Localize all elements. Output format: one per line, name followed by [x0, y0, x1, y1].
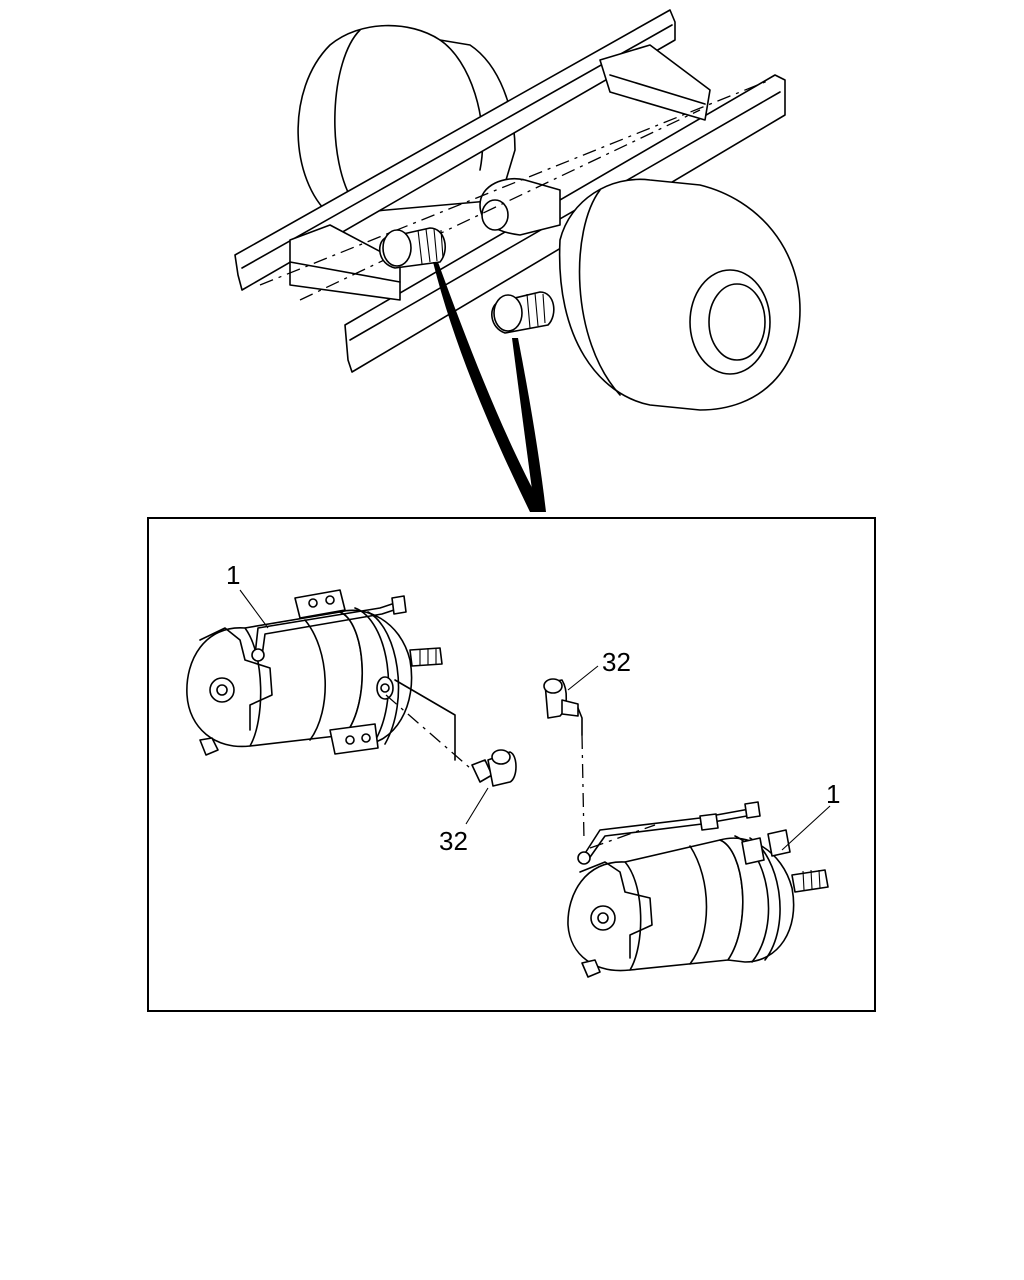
callout-group-left-fitting: 32: [439, 787, 489, 856]
brake-chamber-right: [567, 801, 829, 978]
fitting-left: [385, 679, 517, 787]
frame-rails: [234, 9, 786, 373]
fitting-right: [543, 678, 656, 849]
callout-1-right: 1: [826, 779, 840, 809]
callout-group-left-chamber: 1: [226, 560, 269, 629]
chassis-brake-chamber-left: [378, 227, 446, 269]
chassis-overview: [234, 9, 801, 512]
callout-32-right: 32: [602, 647, 631, 677]
chassis-brake-chamber-right: [491, 291, 555, 334]
callout-group-right-fitting: 32: [567, 647, 631, 691]
leader-wedge-left: [433, 262, 545, 512]
callout-group-right-chamber: 1: [781, 779, 840, 851]
leader-wedge-right: [512, 338, 546, 512]
rear-wheel-right: [558, 178, 801, 411]
detail-frame: [147, 517, 876, 1012]
callout-1-left: 1: [226, 560, 240, 590]
callout-32-left: 32: [439, 826, 468, 856]
rear-wheel-left: [297, 24, 516, 216]
brake-chamber-left: [186, 589, 443, 756]
